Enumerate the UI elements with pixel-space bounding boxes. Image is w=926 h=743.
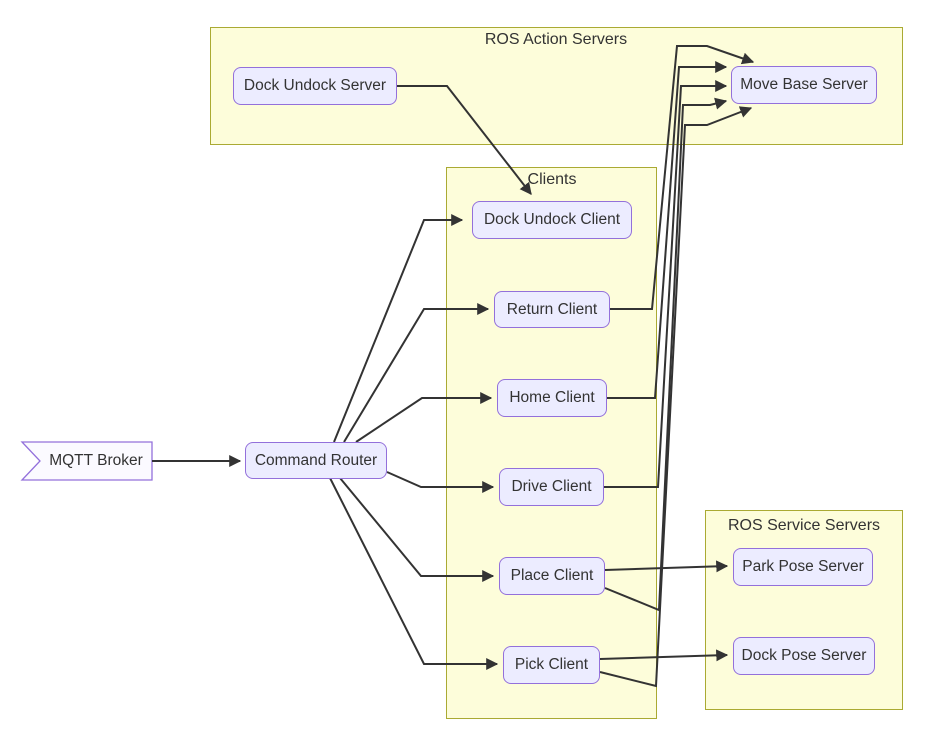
node-dock-pose-server: Dock Pose Server (733, 637, 875, 675)
edge-command-router-to-dock-undock-client (333, 214, 464, 443)
cluster-title-clients: Clients (527, 171, 577, 188)
node-pick-client: Pick Client (503, 646, 600, 684)
cluster-clients (446, 167, 657, 719)
cluster-title-ros-action-servers: ROS Action Servers (484, 31, 628, 48)
node-command-router: Command Router (245, 442, 387, 479)
node-dock-undock-client: Dock Undock Client (472, 201, 632, 239)
cluster-title-ros-service-servers: ROS Service Servers (727, 517, 881, 534)
node-park-pose-server: Park Pose Server (733, 548, 873, 586)
node-drive-client: Drive Client (499, 468, 604, 506)
node-move-base-server: Move Base Server (731, 66, 877, 104)
node-place-client: Place Client (499, 557, 605, 595)
node-dock-undock-server: Dock Undock Server (233, 67, 397, 105)
node-mqtt-broker: MQTT Broker (49, 452, 143, 469)
cluster-ros-service-servers (705, 510, 903, 710)
node-return-client: Return Client (494, 291, 610, 328)
node-home-client: Home Client (497, 379, 607, 417)
